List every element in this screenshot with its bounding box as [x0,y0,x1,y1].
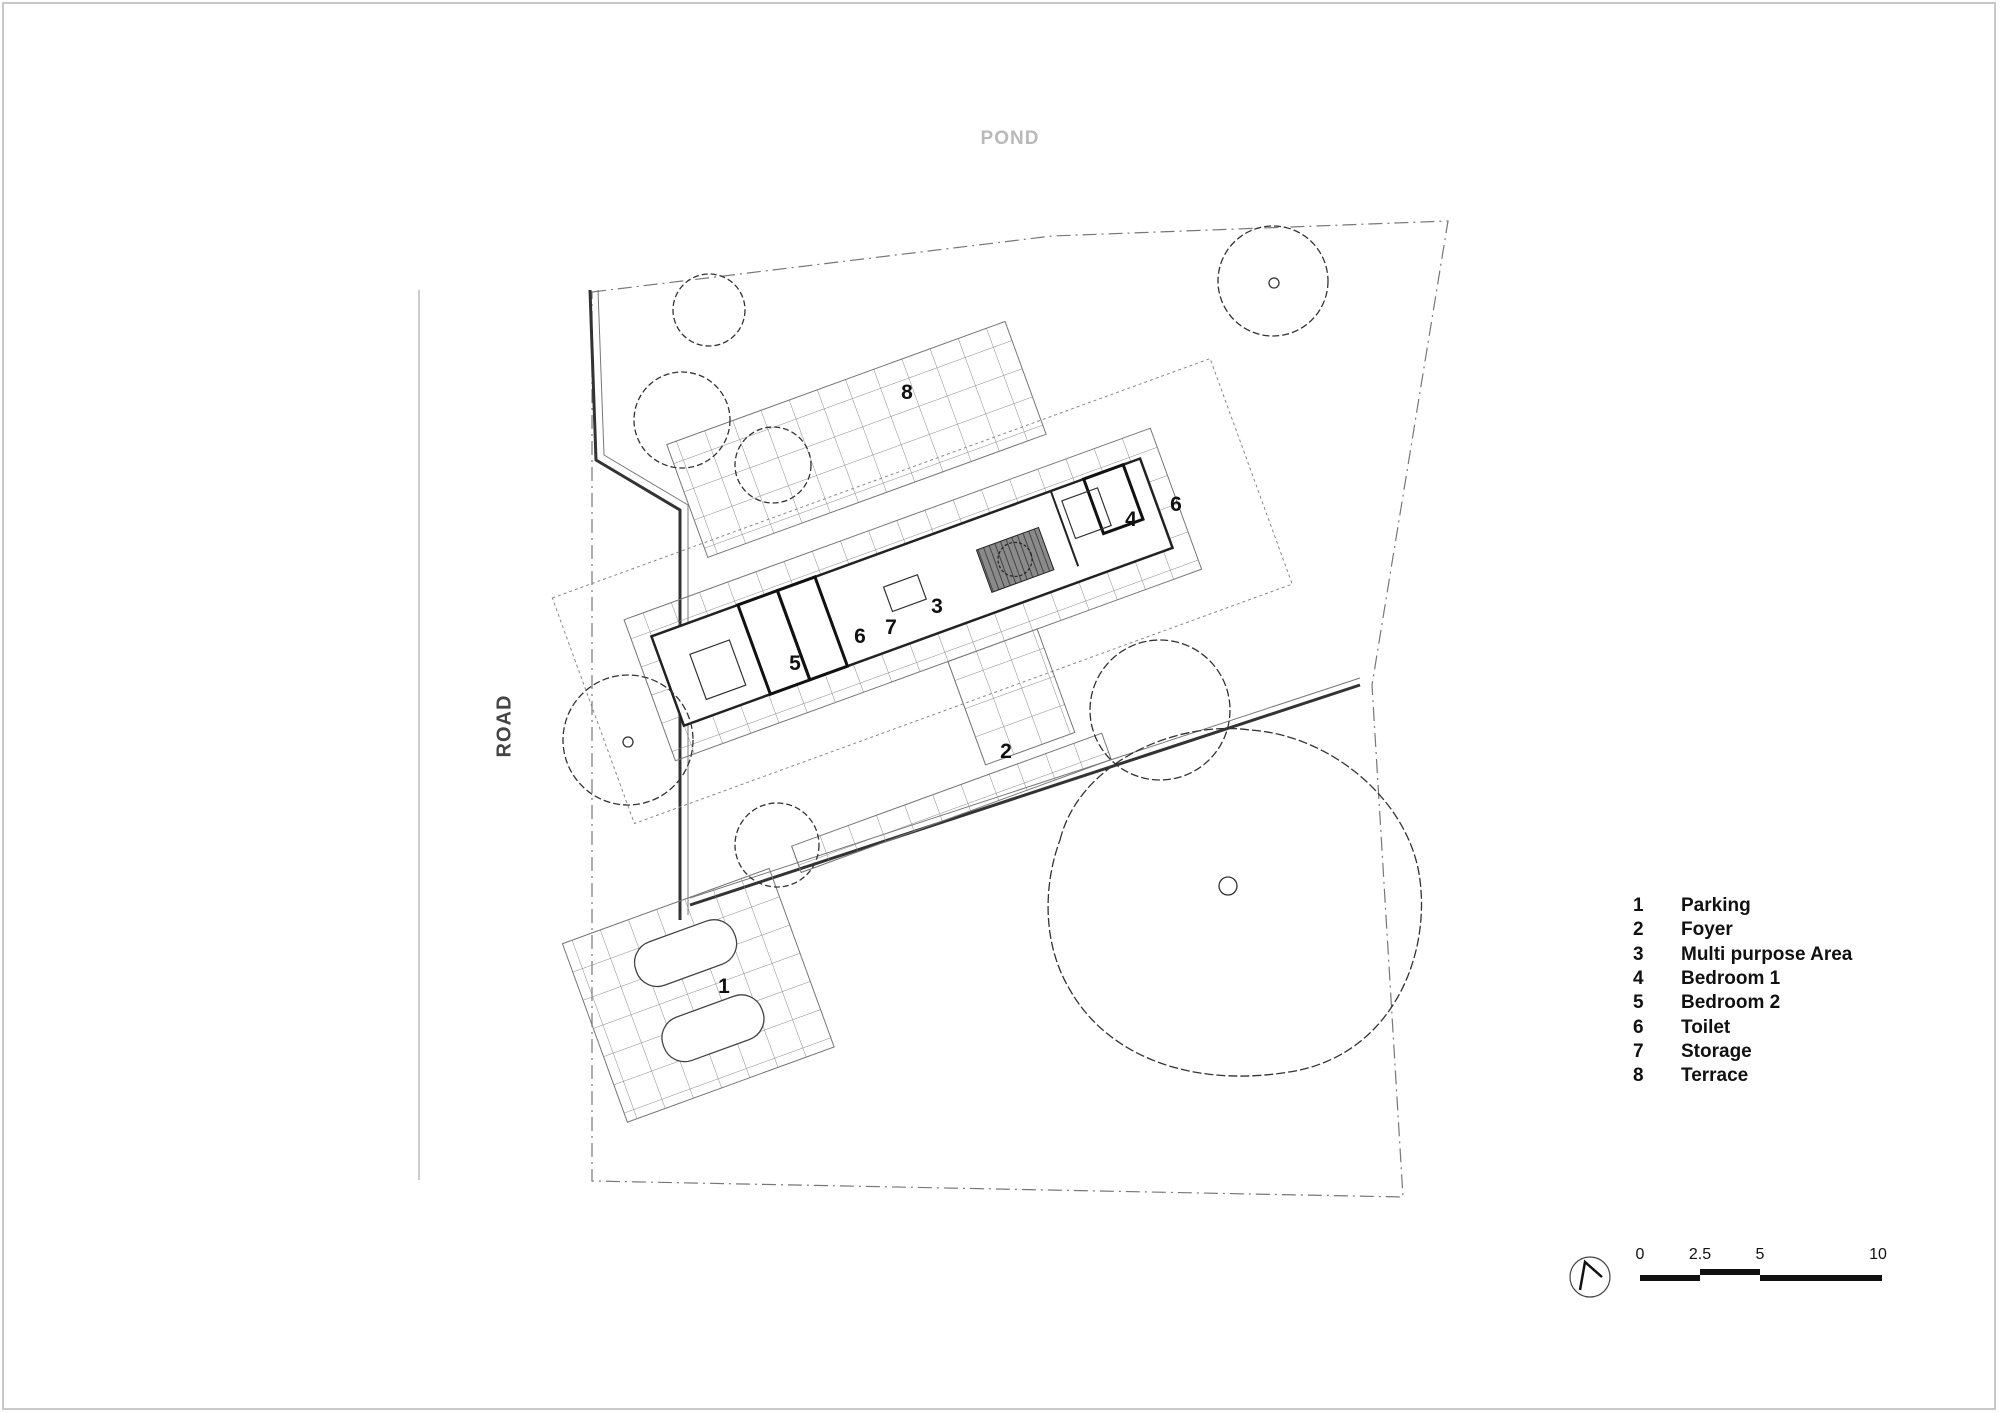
tree-ne [1217,225,1329,337]
parking-paving [561,867,835,1123]
scale-bar [1640,1269,1882,1281]
dining-table [882,573,928,613]
scale-tick-10: 10 [1869,1246,1887,1263]
tag-bedroom1: 4 [1125,508,1137,531]
car-1 [633,919,738,988]
road-label: ROAD [493,694,516,758]
car-2 [661,994,765,1063]
terrace-paving [666,320,1047,559]
tree-large-trunk [1218,876,1238,896]
tag-toilet-west: 6 [854,625,866,648]
tag-terrace: 8 [901,381,913,404]
foyer-paving [947,628,1076,766]
tree-south-small [734,802,820,888]
tree-west-wall [633,371,731,469]
house-footprint [649,456,1175,728]
tree-road [562,674,694,806]
pond-label: POND [980,128,1040,149]
tree-ne-trunk [1268,277,1280,289]
bed-bedroom2 [689,639,747,701]
scale-tick-5: 5 [1755,1246,1765,1263]
tag-toilet-east: 6 [1170,493,1182,516]
tag-multipurpose: 3 [931,595,943,618]
tree-east-mid [1089,639,1231,781]
scale-tick-0: 0 [1635,1246,1645,1263]
property-boundary [591,220,1449,1198]
toilet-east-room [1081,462,1145,536]
north-arrow [1569,1256,1611,1298]
tree-terrace [734,426,812,504]
bed-bedroom1 [1061,487,1112,540]
tag-parking: 1 [718,975,730,998]
courtyard-tree [997,541,1033,578]
tag-storage: 7 [885,616,897,639]
south-walkway [790,732,1112,874]
tag-foyer: 2 [1000,740,1012,763]
tree-large-east [1047,727,1423,1077]
tree-nw [672,273,746,347]
courtyard-deck [975,526,1055,593]
bedroom1-partition [1049,490,1080,567]
tree-road-trunk [622,736,634,748]
scale-tick-2-5: 2.5 [1688,1246,1712,1263]
storage-room [775,574,850,682]
tag-bedroom2: 5 [789,652,801,675]
